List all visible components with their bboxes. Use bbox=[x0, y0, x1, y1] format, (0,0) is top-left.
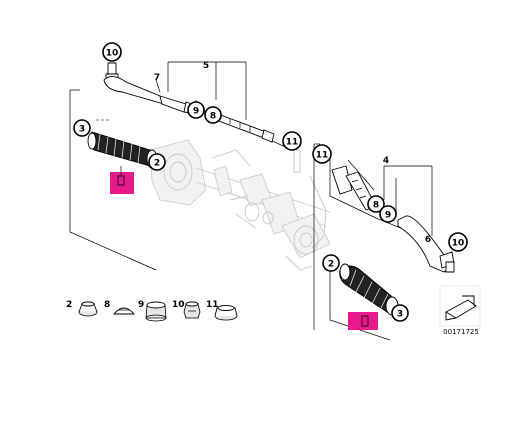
legend-item-10[interactable]: 10 bbox=[172, 300, 201, 319]
svg-text:10: 10 bbox=[452, 239, 465, 249]
svg-text:2: 2 bbox=[328, 260, 334, 270]
svg-text:2: 2 bbox=[154, 159, 160, 169]
svg-text:9: 9 bbox=[385, 211, 391, 221]
callout-2-lower[interactable]: 2 bbox=[322, 254, 340, 272]
upper-boot bbox=[87, 131, 158, 169]
callout-11-lower[interactable]: 11 bbox=[312, 144, 332, 164]
callout-8-lower[interactable]: 8 bbox=[367, 195, 385, 213]
svg-text:10: 10 bbox=[106, 49, 119, 59]
legend-item-2[interactable]: 2 bbox=[66, 300, 98, 317]
callout-9-upper[interactable]: 9 bbox=[187, 101, 205, 119]
svg-text:8: 8 bbox=[210, 112, 216, 122]
legend-strip: 2 8 9 10 11 bbox=[66, 300, 238, 322]
svg-text:3: 3 bbox=[397, 310, 403, 320]
svg-text:10: 10 bbox=[172, 300, 185, 310]
callout-3-upper[interactable]: 3 bbox=[73, 119, 91, 137]
label-6: 6 bbox=[425, 235, 431, 245]
callout-11-upper[interactable]: 11 bbox=[282, 131, 302, 151]
upper-tie-rod bbox=[69, 61, 293, 271]
svg-text:2: 2 bbox=[66, 300, 72, 310]
label-5: 5 bbox=[203, 61, 209, 71]
callout-2-upper[interactable]: 2 bbox=[148, 153, 166, 171]
svg-text:8: 8 bbox=[104, 300, 110, 310]
legend-item-8[interactable]: 8 bbox=[104, 300, 135, 315]
svg-text:3: 3 bbox=[79, 125, 85, 135]
svg-text:11: 11 bbox=[286, 138, 299, 148]
lower-tie-rod bbox=[313, 143, 455, 341]
legend-item-11[interactable]: 11 bbox=[206, 300, 238, 321]
label-4: 4 bbox=[383, 156, 389, 166]
callout-3-lower[interactable]: 3 bbox=[391, 304, 409, 322]
document-reference: 00171725 bbox=[439, 285, 481, 336]
svg-text:11: 11 bbox=[206, 300, 219, 310]
callout-10-upper[interactable]: 10 bbox=[102, 42, 122, 62]
callout-9-lower[interactable]: 9 bbox=[379, 205, 397, 223]
upper-highlight-clip bbox=[110, 166, 134, 194]
label-7: 7 bbox=[154, 73, 160, 83]
callout-8-upper[interactable]: 8 bbox=[204, 106, 222, 124]
svg-text:8: 8 bbox=[373, 201, 379, 211]
steering-rack-ghost bbox=[149, 139, 331, 271]
svg-text:11: 11 bbox=[316, 151, 329, 161]
legend-item-9[interactable]: 9 bbox=[138, 300, 167, 322]
arrow-icon bbox=[445, 299, 477, 319]
callout-10-lower[interactable]: 10 bbox=[448, 232, 468, 252]
lower-boot bbox=[339, 263, 399, 316]
svg-text:9: 9 bbox=[193, 107, 199, 117]
lower-highlight-clip bbox=[348, 312, 378, 330]
svg-text:9: 9 bbox=[138, 300, 144, 310]
doc-number: 00171725 bbox=[443, 328, 479, 336]
